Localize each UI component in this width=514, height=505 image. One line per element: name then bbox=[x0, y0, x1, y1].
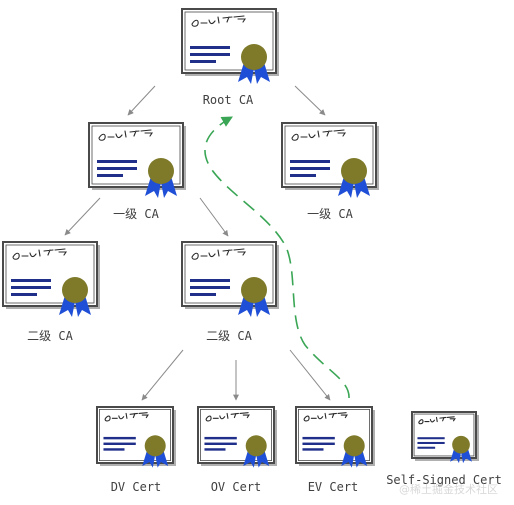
label-dv-cert: DV Cert bbox=[111, 480, 162, 494]
certificate-icon-self bbox=[411, 411, 479, 464]
edge-root-to-ica-left bbox=[127, 85, 156, 116]
certificate-nodes bbox=[2, 8, 479, 468]
certificate-icon-dv bbox=[96, 406, 176, 468]
edge-sub-mid-to-dv bbox=[141, 349, 184, 401]
edge-root-to-ica-right bbox=[294, 85, 326, 116]
label-ov-cert: OV Cert bbox=[211, 480, 262, 494]
label-self-signed-cert: Self-Signed Cert bbox=[386, 473, 502, 487]
labels: Root CA 一级 CA 一级 CA 二级 CA 二级 CA DV Cert … bbox=[27, 93, 502, 494]
certificate-icon-ica-right bbox=[281, 122, 379, 198]
certificate-icon-ev bbox=[295, 406, 375, 468]
certificate-icon-sub-left bbox=[2, 241, 100, 317]
label-sub-left: 二级 CA bbox=[27, 329, 73, 343]
label-root-ca: Root CA bbox=[203, 93, 254, 107]
label-ica-left: 一级 CA bbox=[113, 207, 159, 221]
watermark: @稀土掘金技术社区 bbox=[399, 482, 498, 496]
certificate-icon-ov bbox=[197, 406, 277, 468]
edges bbox=[64, 85, 331, 401]
edge-ica-left-to-sub-mid bbox=[199, 197, 229, 237]
certificate-icon-ica-left bbox=[88, 122, 186, 198]
label-ica-right: 一级 CA bbox=[307, 207, 353, 221]
certificate-icon-root bbox=[181, 8, 279, 84]
edge-sub-mid-to-ev bbox=[289, 349, 331, 401]
edge-ica-left-to-sub-left bbox=[64, 197, 101, 236]
certificate-icon-sub-mid bbox=[181, 241, 279, 317]
trust-path-arrow bbox=[204, 116, 350, 399]
label-ev-cert: EV Cert bbox=[308, 480, 359, 494]
label-sub-mid: 二级 CA bbox=[206, 329, 252, 343]
